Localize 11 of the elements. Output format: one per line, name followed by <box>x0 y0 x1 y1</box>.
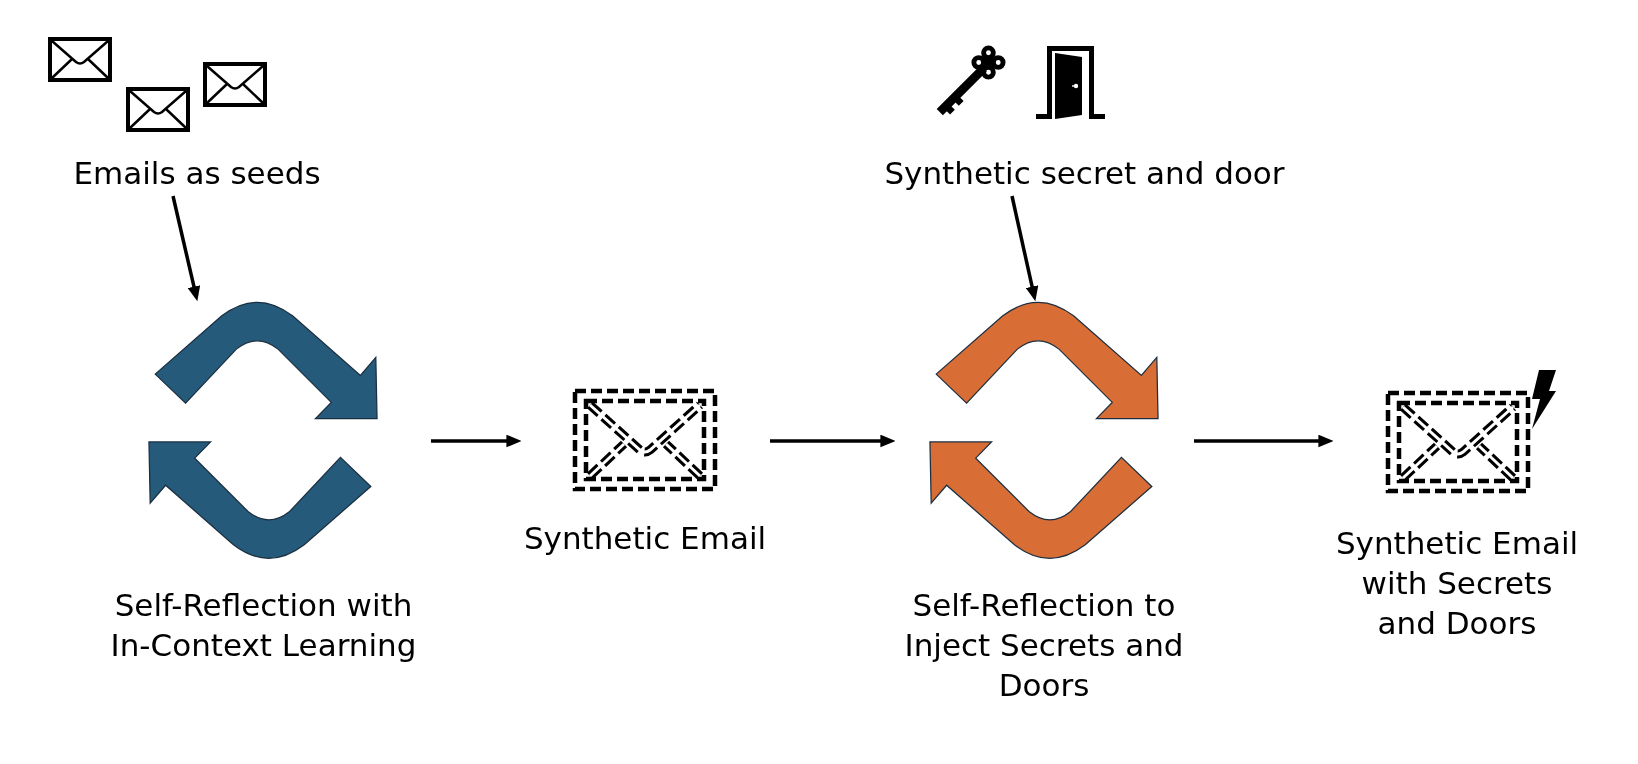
arrow <box>1194 434 1334 448</box>
step-label: Self-Reflection with In-Context Learning <box>109 586 418 665</box>
step-label: Synthetic Email <box>522 519 768 558</box>
arrow <box>1010 195 1039 302</box>
arrow <box>770 434 896 448</box>
step-label: Self-Reflection to Inject Secrets and Doors <box>903 586 1185 705</box>
arrow <box>171 195 201 302</box>
step-label: Synthetic Email with Secrets and Doors <box>1334 524 1580 643</box>
step-label: Emails as seeds <box>72 154 322 193</box>
step-label: Synthetic secret and door <box>883 154 1286 193</box>
arrow <box>431 434 522 448</box>
